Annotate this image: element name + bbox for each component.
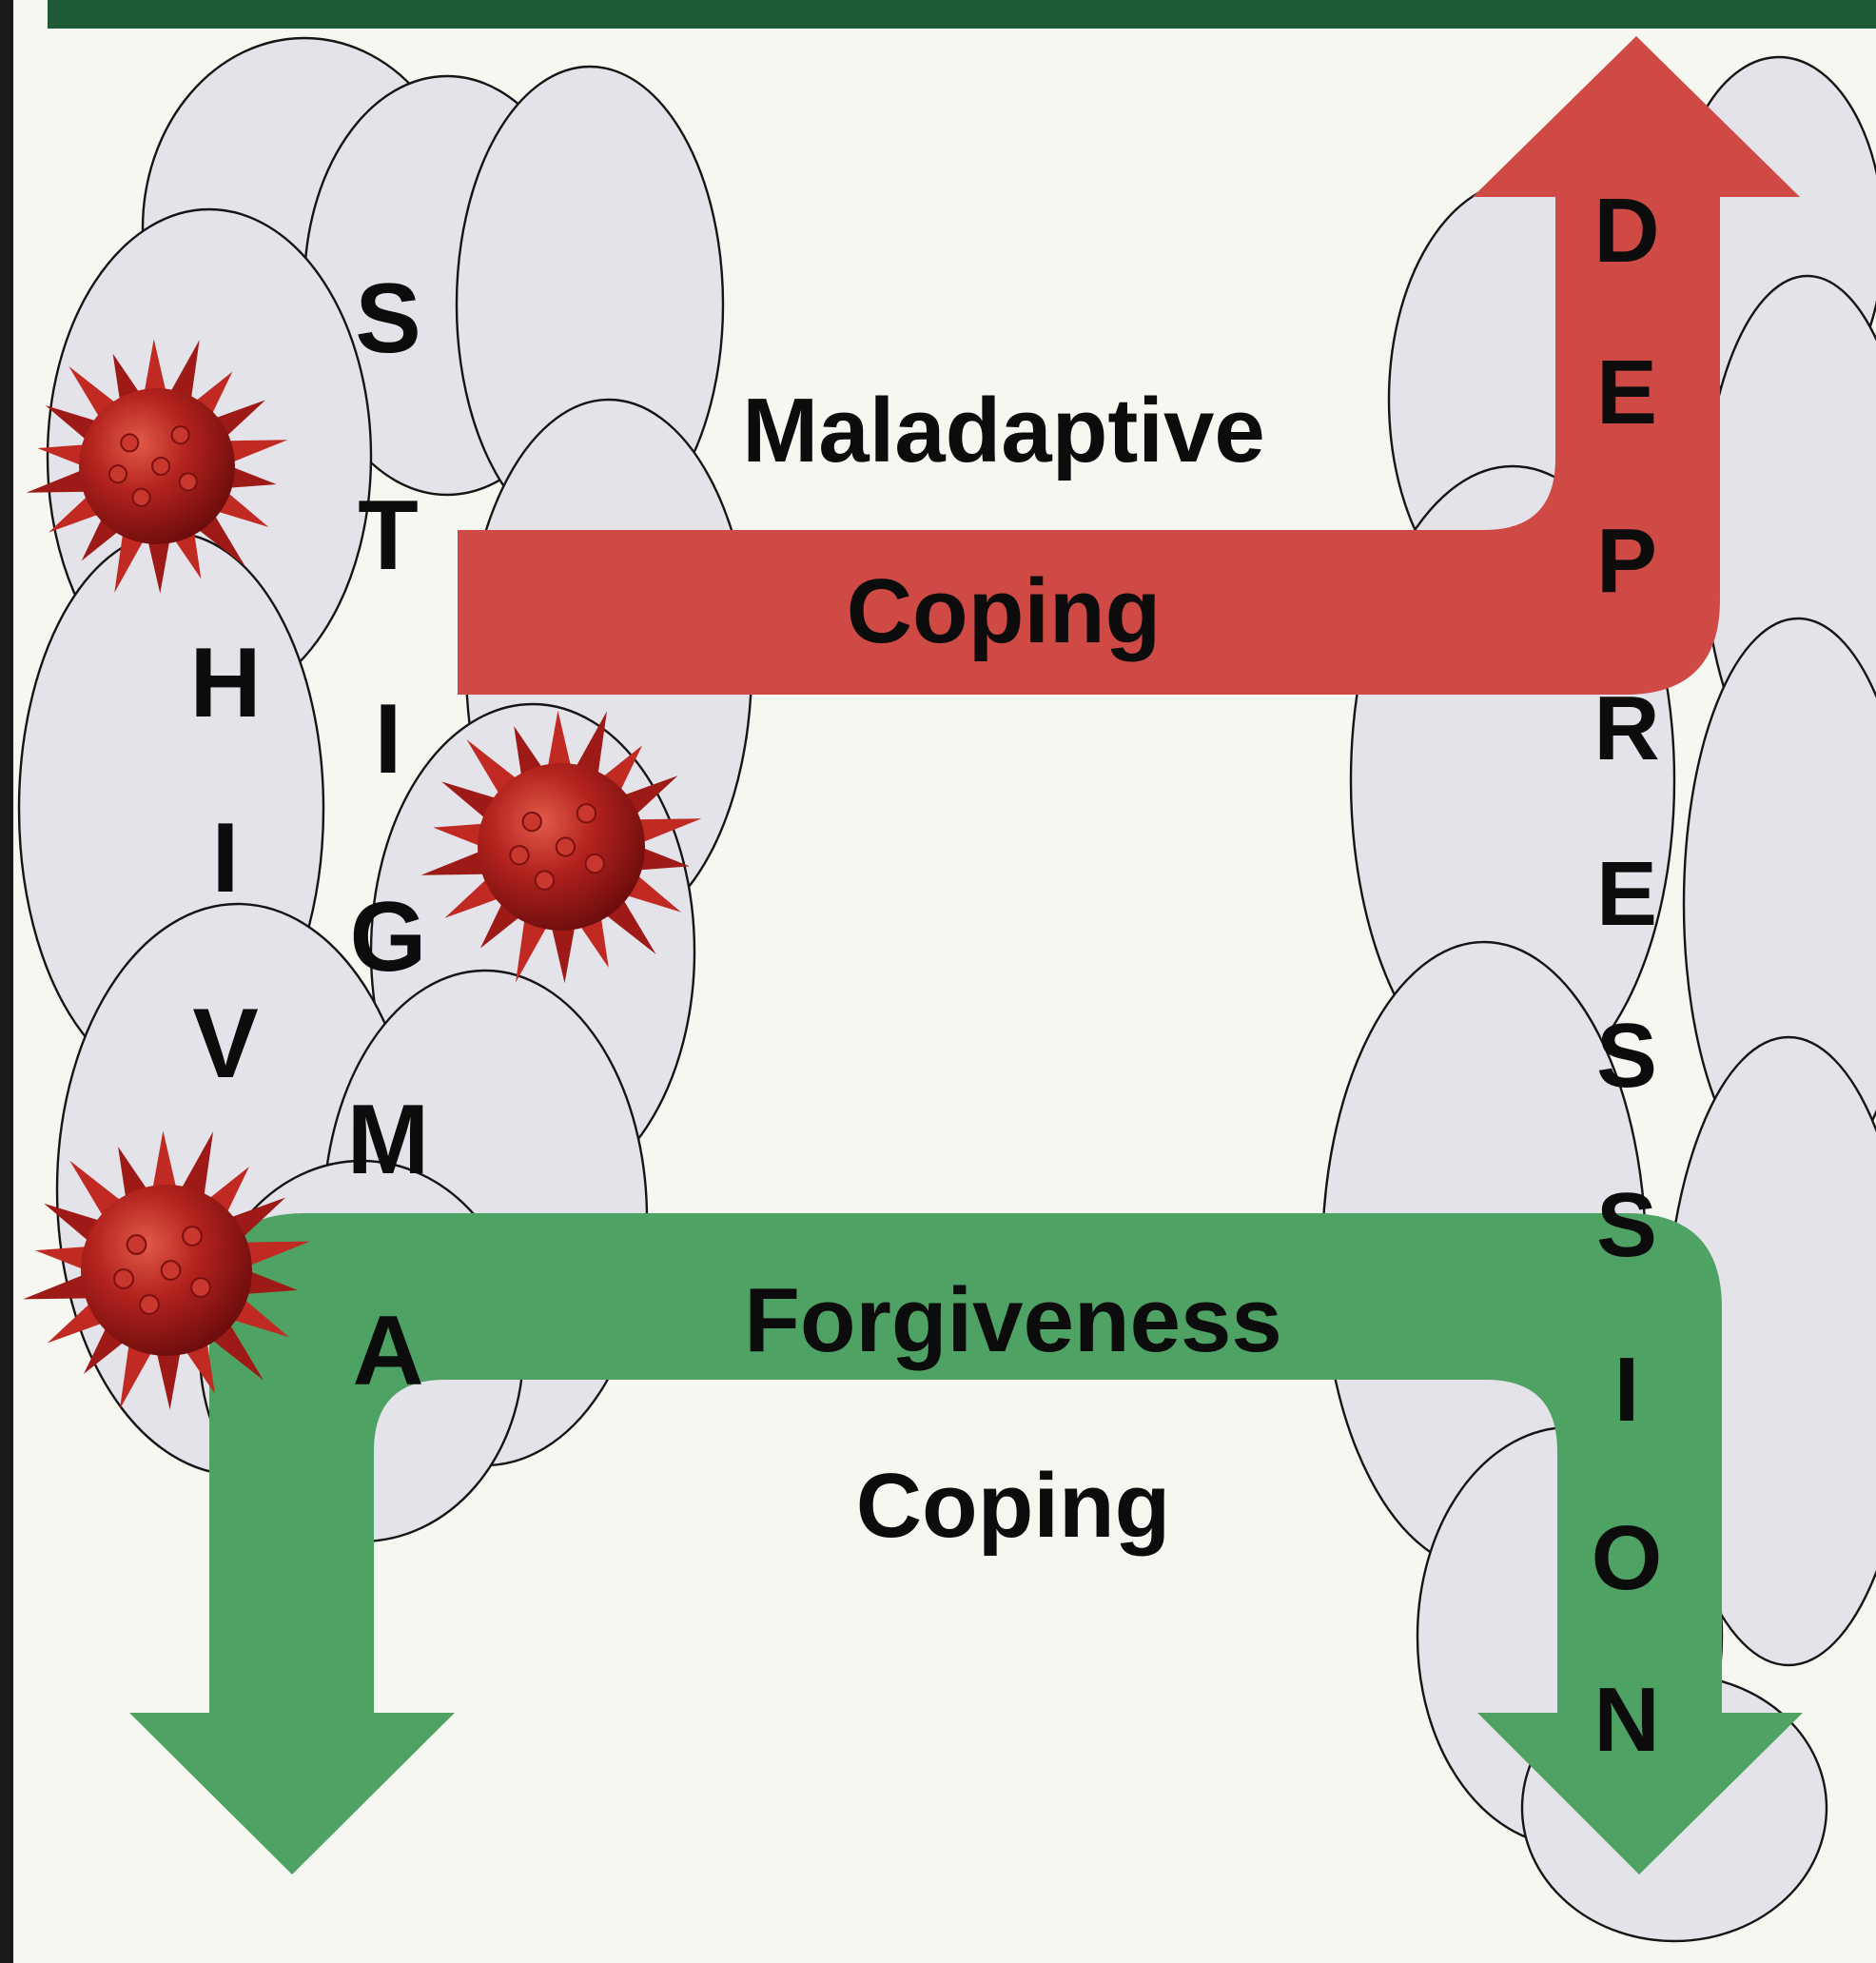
stigma-letter: S (355, 264, 420, 374)
forgiveness-label: Forgiveness (744, 1269, 1282, 1371)
maladaptive-label: Maladaptive (742, 380, 1265, 481)
stigma-letter: I (375, 684, 402, 795)
depression-letter: E (1596, 843, 1657, 945)
depression-letter: O (1592, 1507, 1663, 1609)
hiv-letter: V (192, 989, 258, 1099)
forgiveness-coping-label: Coping (856, 1455, 1171, 1557)
hiv-letter: I (212, 803, 240, 913)
stigma-letter: T (358, 481, 419, 591)
stigma-letter: G (350, 882, 427, 992)
depression-letter: S (1596, 1174, 1657, 1276)
hiv-letter: H (189, 628, 261, 738)
stigma-letter: M (347, 1085, 430, 1195)
depression-letter: D (1593, 180, 1659, 282)
header-band (48, 0, 1876, 29)
depression-letter: S (1596, 1005, 1657, 1107)
stigma-letter: A (352, 1296, 423, 1406)
depression-letter: I (1614, 1339, 1640, 1441)
depression-letter: N (1593, 1669, 1659, 1771)
depression-letter: P (1596, 510, 1657, 612)
left-border (0, 0, 13, 1963)
depression-letter: E (1596, 342, 1657, 443)
depression-letter: R (1593, 677, 1659, 779)
maladaptive-coping-label: Coping (847, 560, 1162, 662)
